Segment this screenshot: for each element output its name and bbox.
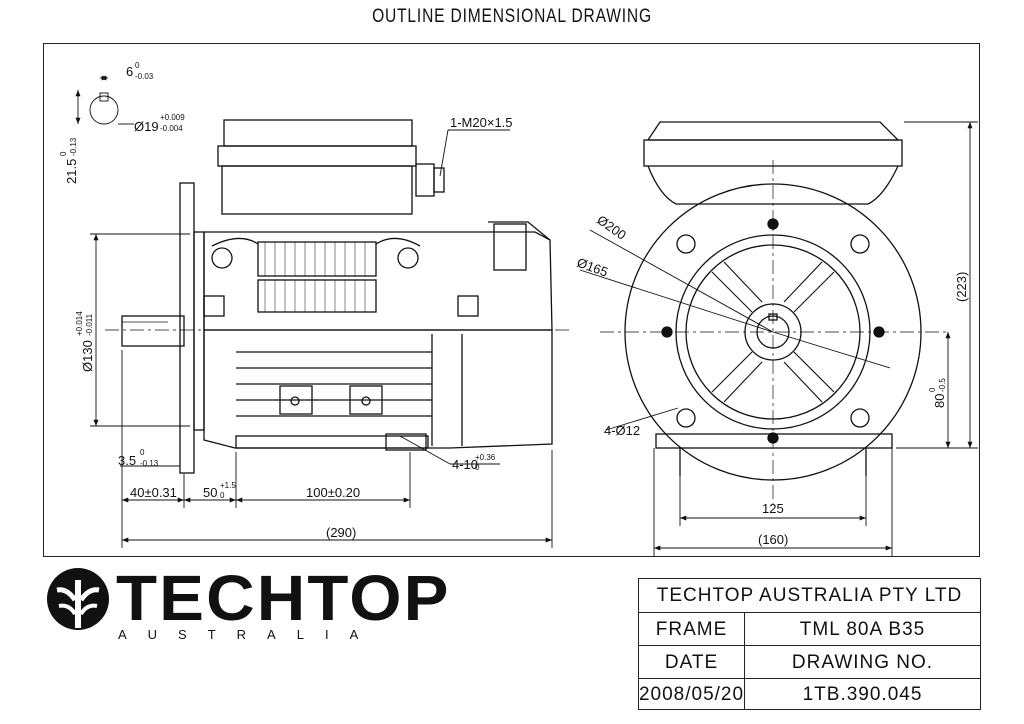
dim-spigot-dia-2: Ø165 bbox=[575, 255, 610, 280]
dim-foot-hole: 4-10 bbox=[452, 457, 478, 472]
dim-foot-spacing: 100±0.20 bbox=[306, 485, 360, 500]
value-row: 2008/05/20 1TB.390.045 bbox=[639, 678, 980, 710]
drawing-no-value: 1TB.390.045 bbox=[802, 683, 923, 705]
dim-labels: 6 0 -0.03 Ø19 +0.009 -0.004 21.5 0 -0.13… bbox=[59, 61, 969, 547]
dim-spigot-dia: Ø130 bbox=[80, 340, 95, 372]
dim-overall-len: (290) bbox=[326, 525, 356, 540]
brand-subtitle: AUSTRALIA bbox=[118, 627, 380, 642]
dim-flange-holes: 4-Ø12 bbox=[604, 423, 640, 438]
date-row: DATE DRAWING NO. bbox=[639, 645, 980, 679]
svg-text:-0.13: -0.13 bbox=[140, 459, 159, 468]
date-value: 2008/05/20 bbox=[639, 679, 745, 710]
techtop-logo-icon bbox=[47, 568, 109, 630]
dim-shaft-len: 40±0.31 bbox=[130, 485, 177, 500]
dim-key-height: 21.5 bbox=[64, 159, 79, 184]
frame-label: FRAME bbox=[639, 613, 745, 646]
brand-name: TECHTOP bbox=[116, 562, 451, 634]
svg-text:-0.13: -0.13 bbox=[69, 137, 78, 156]
drawing-title: OUTLINE DIMENSIONAL DRAWING bbox=[372, 6, 652, 27]
dim-shaft-to-foot: 50 bbox=[203, 485, 217, 500]
svg-text:+0.009: +0.009 bbox=[160, 113, 185, 122]
dim-cable-entry: 1-M20×1.5 bbox=[450, 115, 513, 130]
svg-text:0: 0 bbox=[59, 151, 68, 156]
svg-text:-0.03: -0.03 bbox=[135, 72, 154, 81]
svg-text:0: 0 bbox=[475, 463, 480, 472]
svg-text:0: 0 bbox=[140, 448, 145, 457]
dim-foot-centers: 125 bbox=[762, 501, 784, 516]
svg-text:+0.36: +0.36 bbox=[475, 453, 496, 462]
dim-keyway-width: 6 bbox=[126, 64, 133, 79]
side-view-dims bbox=[75, 75, 553, 548]
frame-row: FRAME TML 80A B35 bbox=[639, 612, 980, 646]
date-label: DATE bbox=[639, 646, 745, 679]
end-view bbox=[624, 121, 922, 481]
dim-shaft-dia: Ø19 bbox=[134, 119, 159, 134]
dim-shaft-height: 80 bbox=[932, 394, 947, 408]
dim-overall-height: (223) bbox=[954, 272, 969, 302]
company-name: TECHTOP AUSTRALIA PTY LTD bbox=[656, 584, 963, 606]
svg-text:-0.011: -0.011 bbox=[85, 313, 94, 336]
side-view bbox=[105, 119, 572, 474]
svg-text:+1.5: +1.5 bbox=[220, 481, 236, 490]
drawing-frame bbox=[43, 43, 980, 557]
svg-text:+0.014: +0.014 bbox=[75, 311, 84, 336]
end-view-dims bbox=[579, 121, 978, 556]
svg-text:0: 0 bbox=[928, 387, 937, 392]
dim-flange-thk: 3.5 bbox=[118, 453, 136, 468]
dim-foot-width: (160) bbox=[758, 532, 788, 547]
dim-pcd: Ø200 bbox=[594, 212, 629, 243]
svg-text:-0.5: -0.5 bbox=[938, 378, 947, 392]
title-block: TECHTOP AUSTRALIA PTY LTD FRAME TML 80A … bbox=[638, 578, 981, 710]
svg-text:0: 0 bbox=[135, 61, 140, 70]
svg-text:0: 0 bbox=[220, 491, 225, 500]
drawing-no-label: DRAWING NO. bbox=[791, 651, 934, 673]
svg-text:-0.004: -0.004 bbox=[160, 124, 183, 133]
frame-value: TML 80A B35 bbox=[799, 618, 926, 640]
